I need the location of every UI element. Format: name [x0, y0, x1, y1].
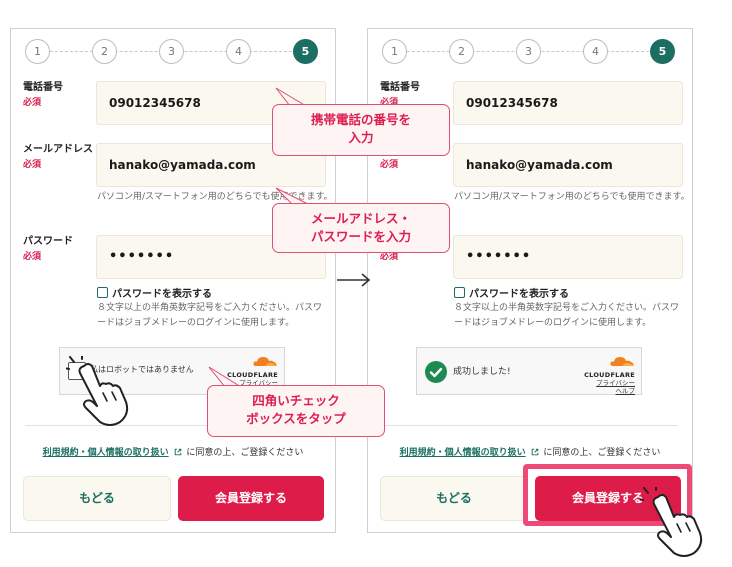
- arrow-right-icon: [337, 273, 371, 287]
- terms-text: に同意の上、ご登録ください: [543, 448, 661, 458]
- section-divider: [25, 425, 321, 426]
- phone-required-badge: 必須: [23, 98, 42, 108]
- email-hint: パソコン用/スマートフォン用のどちらでも使用できます。: [97, 192, 329, 202]
- email-label: メールアドレス: [23, 144, 93, 155]
- terms-link[interactable]: 利用規約・個人情報の取り扱い: [42, 448, 169, 458]
- terms-agreement: 利用規約・個人情報の取り扱い に同意の上、ご登録ください: [11, 445, 335, 458]
- step-2: 2: [92, 39, 117, 64]
- hand-pointer-icon: [66, 356, 129, 426]
- captcha-widget-success: 成功しました! CLOUDFLARE プライバシー ヘルプ: [416, 347, 642, 395]
- email-required-badge: 必須: [23, 160, 42, 170]
- show-password-toggle[interactable]: パスワードを表示する: [97, 285, 212, 300]
- step-1: 1: [382, 39, 407, 64]
- phone-required-badge: 必須: [380, 98, 399, 108]
- password-required-badge: 必須: [23, 252, 42, 262]
- password-required-badge: 必須: [380, 252, 399, 262]
- section-divider: [382, 425, 678, 426]
- captcha-success-text: 成功しました!: [453, 367, 511, 377]
- step-4: 4: [226, 39, 251, 64]
- step-indicator: 1 2 3 4 5: [25, 39, 318, 65]
- callout-checkbox-line2: ボックスをタップ: [246, 411, 346, 426]
- terms-link[interactable]: 利用規約・個人情報の取り扱い: [399, 448, 526, 458]
- show-password-label: パスワードを表示する: [112, 289, 212, 300]
- step-4: 4: [583, 39, 608, 64]
- show-password-toggle[interactable]: パスワードを表示する: [454, 285, 569, 300]
- callout-checkbox-line1: 四角いチェック: [252, 393, 340, 408]
- password-hint: ８文字以上の半角英数字記号をご入力ください。パスワードはジョブメドレーのログイン…: [454, 303, 680, 328]
- external-link-icon: [531, 448, 538, 456]
- email-hint: パソコン用/スマートフォン用のどちらでも使用できます。: [454, 192, 686, 202]
- cloudflare-brand: CLOUDFLARE: [227, 371, 278, 379]
- step-5-current: 5: [650, 39, 675, 64]
- phone-input[interactable]: 09012345678: [453, 81, 683, 125]
- callout-phone-line2: 入力: [348, 130, 374, 145]
- external-link-icon: [174, 448, 181, 456]
- phone-label: 電話番号: [23, 82, 63, 93]
- callout-email-password: メールアドレス・ パスワードを入力: [272, 203, 450, 253]
- back-button[interactable]: もどる: [380, 476, 528, 521]
- terms-text: に同意の上、ご登録ください: [186, 448, 304, 458]
- step-3: 3: [159, 39, 184, 64]
- password-label: パスワード: [23, 236, 73, 247]
- cloudflare-logo: CLOUDFLARE プライバシー ヘルプ: [575, 352, 635, 395]
- step-5-current: 5: [293, 39, 318, 64]
- help-link[interactable]: ヘルプ: [615, 387, 636, 395]
- step-indicator: 1 2 3 4 5: [382, 39, 675, 65]
- show-password-checkbox[interactable]: [454, 287, 465, 298]
- terms-agreement: 利用規約・個人情報の取り扱い に同意の上、ご登録ください: [368, 445, 692, 458]
- step-1: 1: [25, 39, 50, 64]
- cloudflare-logo: CLOUDFLARE プライバシー: [218, 352, 278, 387]
- email-input[interactable]: hanako@yamada.com: [453, 143, 683, 187]
- privacy-link[interactable]: プライバシー: [596, 379, 635, 387]
- submit-highlight-frame: [523, 464, 692, 526]
- registration-form-after: 1 2 3 4 5 電話番号 必須 09012345678 メールアドレス 必須…: [367, 28, 693, 533]
- hand-pointer-icon: [640, 487, 703, 557]
- cloudflare-brand: CLOUDFLARE: [584, 371, 635, 379]
- callout-email-line1: メールアドレス・: [310, 211, 411, 226]
- register-button[interactable]: 会員登録する: [178, 476, 324, 521]
- phone-label: 電話番号: [380, 82, 420, 93]
- back-button[interactable]: もどる: [23, 476, 171, 521]
- step-3: 3: [516, 39, 541, 64]
- show-password-checkbox[interactable]: [97, 287, 108, 298]
- callout-phone: 携帯電話の番号を 入力: [272, 104, 450, 156]
- checkmark-icon: [429, 367, 443, 378]
- callout-phone-line1: 携帯電話の番号を: [310, 112, 411, 127]
- show-password-label: パスワードを表示する: [469, 289, 569, 300]
- step-2: 2: [449, 39, 474, 64]
- cloudflare-cloud-icon: [610, 357, 634, 366]
- cloudflare-cloud-icon: [253, 357, 277, 366]
- success-badge: [425, 361, 447, 383]
- callout-email-line2: パスワードを入力: [310, 229, 411, 244]
- email-required-badge: 必須: [380, 160, 399, 170]
- callout-checkbox: 四角いチェック ボックスをタップ: [207, 385, 385, 437]
- captcha-prompt: 私はロボットではありません: [90, 365, 194, 374]
- password-input[interactable]: •••••••: [453, 235, 683, 279]
- privacy-link[interactable]: プライバシー: [239, 379, 278, 387]
- password-hint: ８文字以上の半角英数字記号をご入力ください。パスワードはジョブメドレーのログイン…: [97, 303, 323, 328]
